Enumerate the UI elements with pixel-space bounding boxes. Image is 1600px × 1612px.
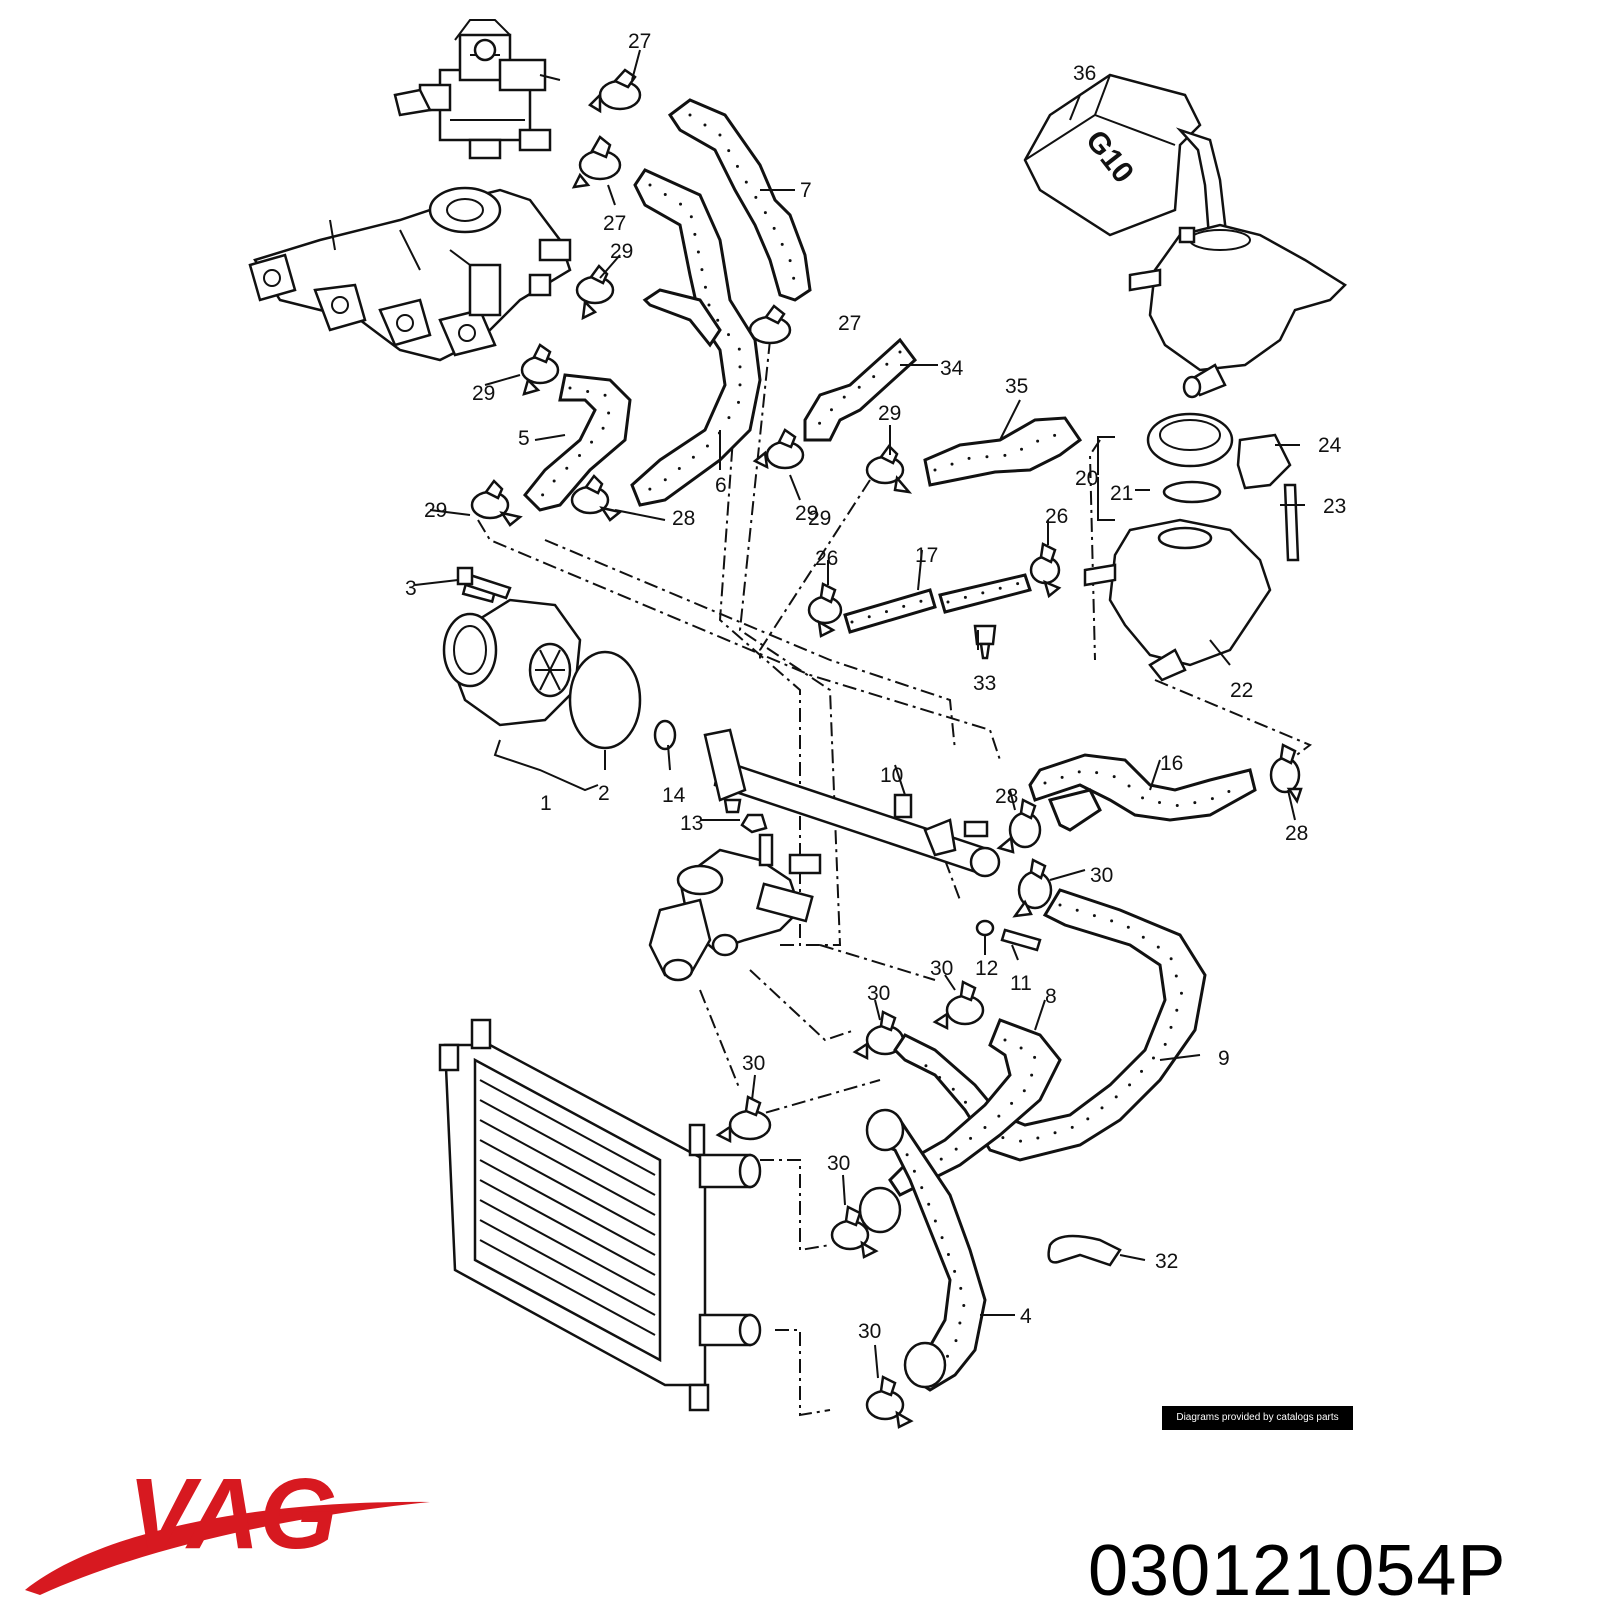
part-number: 030121054P xyxy=(1088,1531,1507,1611)
callout-30: 30 xyxy=(1090,864,1113,887)
callout-30: 30 xyxy=(827,1152,850,1175)
callout-20: 20 xyxy=(1075,467,1098,490)
callout-26: 26 xyxy=(1045,505,1068,528)
logo-text: VAG xyxy=(128,1458,337,1570)
hose-9 xyxy=(893,888,1207,1162)
callout-27: 27 xyxy=(628,30,651,53)
callout-2: 2 xyxy=(598,782,610,805)
callout-35: 35 xyxy=(1005,375,1028,398)
hose-8 xyxy=(888,1018,1062,1197)
credit-badge: Diagrams provided by catalogs parts xyxy=(1162,1406,1353,1430)
callout-23: 23 xyxy=(1323,495,1346,518)
callout-29: 29 xyxy=(808,507,831,530)
hose-6 xyxy=(630,168,762,507)
expansion-tank-lower-icon xyxy=(1083,412,1300,682)
callout-30: 30 xyxy=(858,1320,881,1343)
hose-16 xyxy=(1028,753,1257,832)
callout-29: 29 xyxy=(472,382,495,405)
callout-5: 5 xyxy=(518,427,530,450)
callout-30: 30 xyxy=(867,982,890,1005)
callout-34: 34 xyxy=(940,357,964,380)
callout-14: 14 xyxy=(662,784,686,807)
logo-swoosh xyxy=(25,1501,430,1595)
hose-35 xyxy=(923,416,1083,487)
intake-manifold-icon xyxy=(248,186,572,362)
callout-27: 27 xyxy=(603,212,626,235)
callout-17: 17 xyxy=(915,544,938,567)
coolant-pipe-icon xyxy=(703,728,1001,878)
callout-6: 6 xyxy=(715,474,727,497)
hose-34 xyxy=(803,337,918,442)
callout-28: 28 xyxy=(995,785,1018,808)
coolant-jug-icon: G10 xyxy=(1023,73,1230,252)
callout-29: 29 xyxy=(610,240,633,263)
leader-lines xyxy=(414,49,1305,1379)
callout-13: 13 xyxy=(680,812,703,835)
callout-33: 33 xyxy=(973,672,996,695)
assembly-lines xyxy=(477,339,1312,1417)
callout-28: 28 xyxy=(672,507,695,530)
hose-7 xyxy=(667,98,812,302)
callout-30: 30 xyxy=(930,957,953,980)
callout-7: 7 xyxy=(800,179,812,202)
callout-29: 29 xyxy=(795,502,818,525)
callout-10: 10 xyxy=(880,764,903,787)
expansion-tank-icon xyxy=(1128,223,1347,399)
water-pump-icon xyxy=(442,574,677,751)
callout-3: 3 xyxy=(405,577,417,600)
callout-26: 26 xyxy=(815,547,838,570)
callout-22: 22 xyxy=(1230,679,1253,702)
callout-32: 32 xyxy=(1155,1250,1178,1273)
callout-labels: 27 27 7 27 29 29 29 29 5 6 28 34 29 35 2… xyxy=(405,30,1346,1343)
hose-clamp-icon xyxy=(470,68,1303,1429)
hose-4 xyxy=(858,1108,987,1392)
callout-16: 16 xyxy=(1160,752,1183,775)
callout-11: 11 xyxy=(1010,972,1032,995)
callout-36: 36 xyxy=(1073,62,1096,85)
callout-30: 30 xyxy=(742,1052,765,1075)
callout-8: 8 xyxy=(1045,985,1057,1008)
hose-17 xyxy=(843,573,1032,634)
callout-27: 27 xyxy=(838,312,861,335)
callout-28: 28 xyxy=(1285,822,1308,845)
callout-24: 24 xyxy=(1318,434,1342,457)
callout-9: 9 xyxy=(1218,1047,1230,1070)
callout-4: 4 xyxy=(1020,1305,1032,1328)
fastener-icons xyxy=(456,566,1122,1267)
callout-29: 29 xyxy=(878,402,901,425)
callout-1: 1 xyxy=(540,792,552,815)
callout-12: 12 xyxy=(975,957,998,980)
carburetor-icon xyxy=(393,19,561,160)
callout-29: 29 xyxy=(424,499,447,522)
radiator-icon xyxy=(438,1018,762,1412)
thermostat-housing-icon xyxy=(648,833,822,982)
hose-5 xyxy=(522,373,632,512)
callout-21: 21 xyxy=(1110,482,1133,505)
vag-logo: VAG xyxy=(25,1458,430,1595)
